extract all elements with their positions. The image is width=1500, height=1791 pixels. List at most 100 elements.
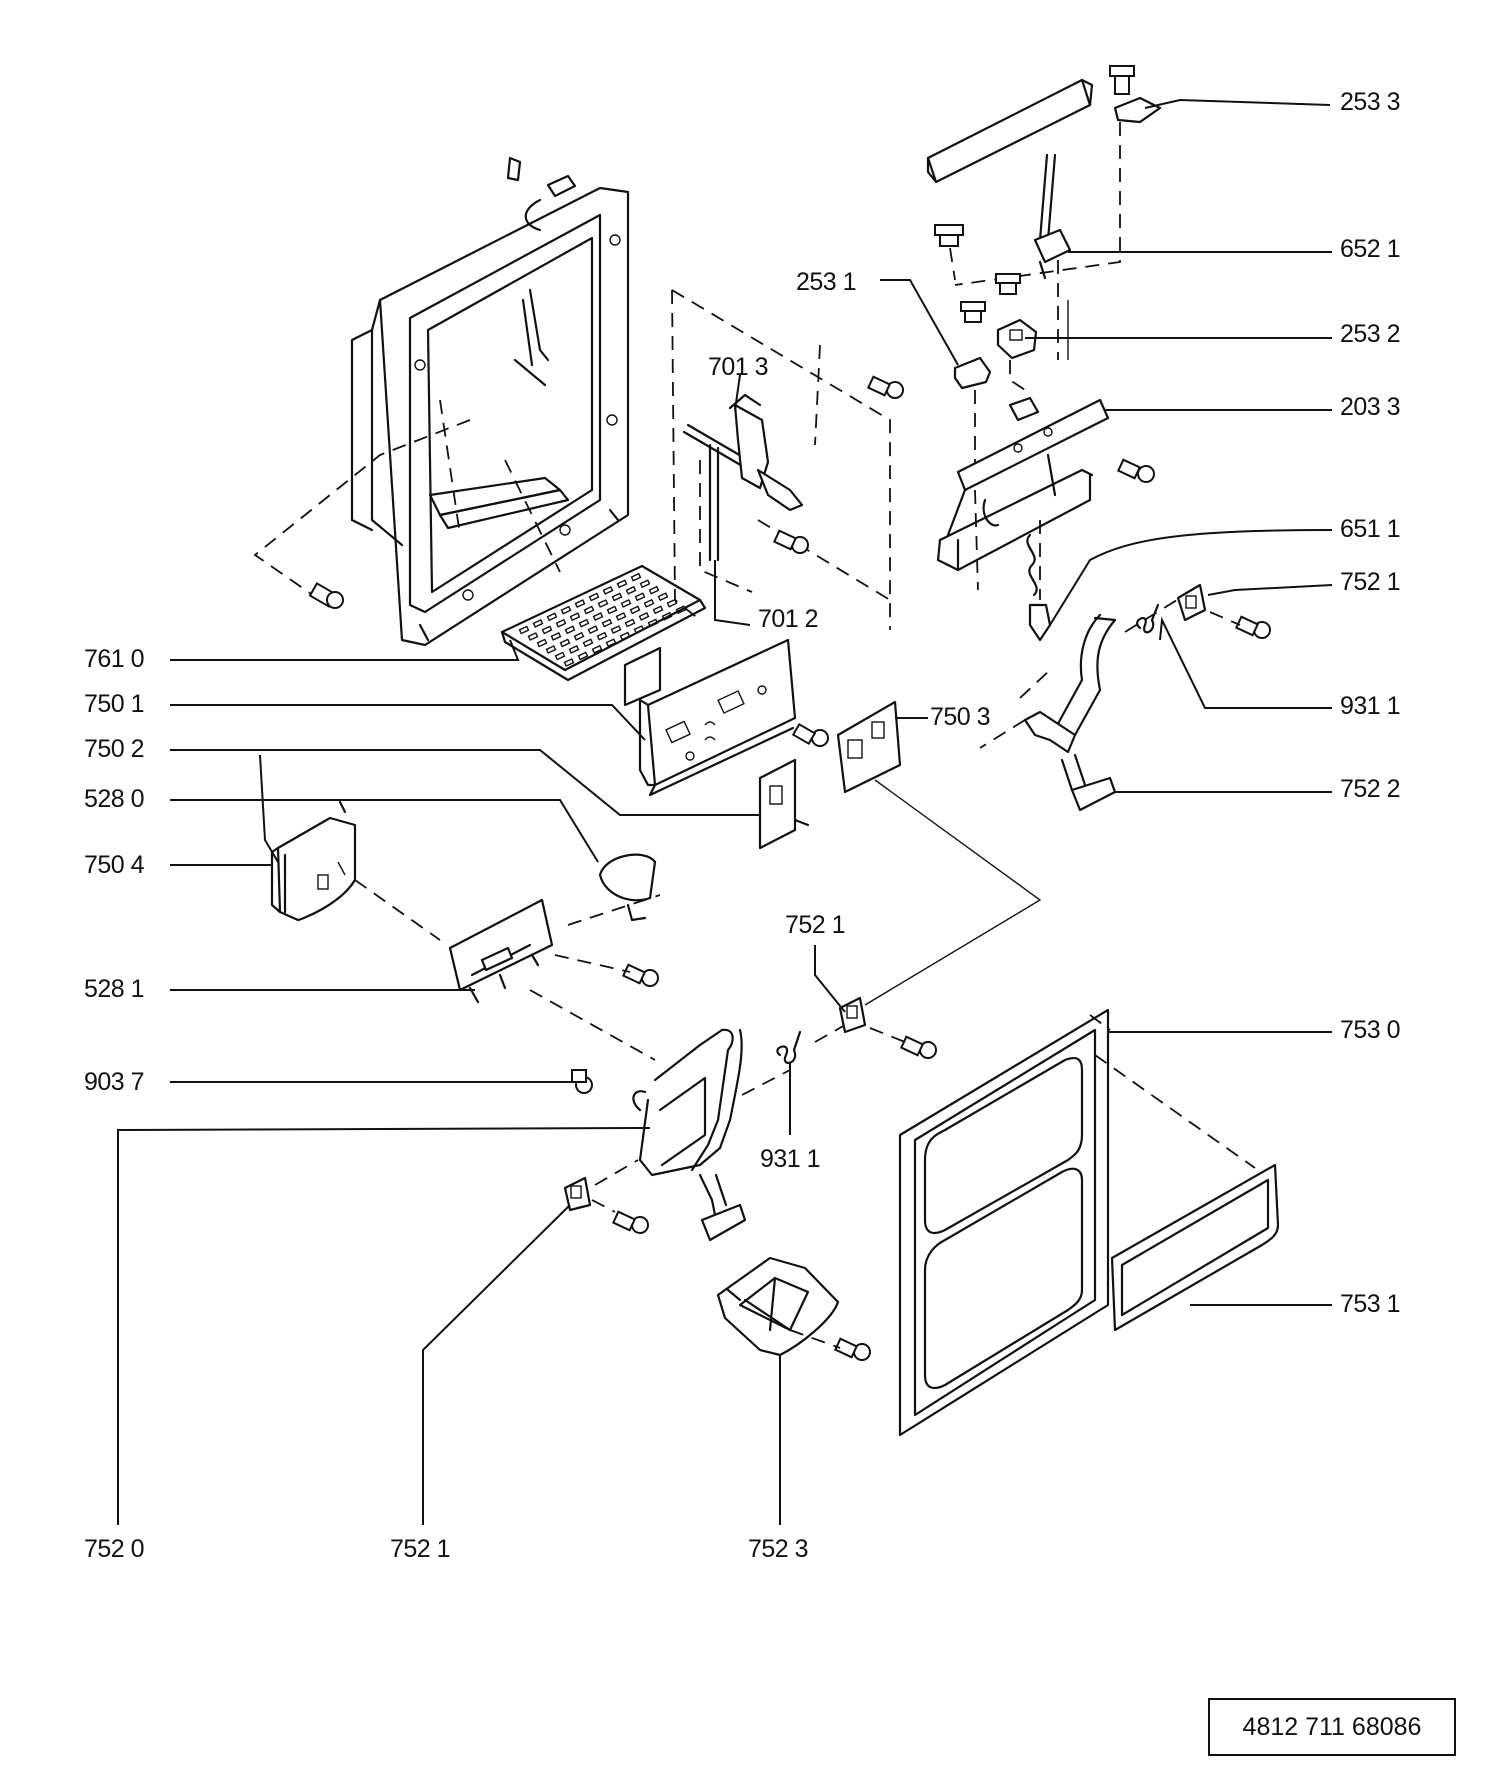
label-7520: 752 0 bbox=[84, 1535, 144, 1563]
grille-hole bbox=[629, 605, 641, 615]
label-7521-top: 752 1 bbox=[1340, 568, 1400, 596]
screw-switch-2531 bbox=[960, 301, 986, 323]
grille-hole bbox=[568, 644, 580, 654]
leader-lines bbox=[117, 98, 1333, 1525]
label-7521-mid: 752 1 bbox=[785, 911, 845, 939]
top-cover-channel bbox=[926, 78, 1094, 184]
grille-hole bbox=[555, 618, 567, 628]
grille-hole bbox=[639, 579, 651, 589]
label-7523: 752 3 bbox=[748, 1535, 808, 1563]
label-2531: 253 1 bbox=[796, 268, 856, 296]
grille-hole bbox=[652, 605, 664, 615]
grille-hole bbox=[536, 638, 548, 648]
label-7501: 750 1 bbox=[84, 690, 144, 718]
label-7530: 753 0 bbox=[1340, 1016, 1400, 1044]
label-9037: 903 7 bbox=[84, 1068, 144, 1096]
grille-hole bbox=[588, 592, 600, 602]
grille-hole bbox=[648, 585, 660, 595]
label-6511: 651 1 bbox=[1340, 515, 1400, 543]
label-7531: 753 1 bbox=[1340, 1290, 1400, 1318]
label-2532: 253 2 bbox=[1340, 320, 1400, 348]
dispenser-housing bbox=[350, 156, 630, 647]
label-2533: 253 3 bbox=[1340, 88, 1400, 116]
grille-hole bbox=[634, 592, 646, 602]
grille-hole bbox=[577, 651, 589, 661]
label-7012: 701 2 bbox=[758, 605, 818, 633]
switch-5281 bbox=[448, 898, 554, 1004]
grille-hole bbox=[518, 625, 530, 635]
grille-hole bbox=[532, 618, 544, 628]
grille-hole bbox=[615, 612, 627, 621]
switch-2531 bbox=[953, 356, 992, 390]
cover-7504 bbox=[270, 800, 357, 922]
document-number: 4812 711 68086 bbox=[1208, 1698, 1456, 1756]
label-9311-right: 931 1 bbox=[1340, 692, 1400, 720]
grille-hole bbox=[602, 585, 614, 595]
label-7502: 750 2 bbox=[84, 735, 144, 763]
grille-hole bbox=[633, 625, 645, 634]
screw-clip-bottom bbox=[611, 1210, 649, 1234]
clip-7521-mid bbox=[838, 996, 867, 1034]
label-7521-bottom: 752 1 bbox=[390, 1535, 450, 1563]
grille-hole bbox=[657, 592, 669, 602]
label-5281: 528 1 bbox=[84, 975, 144, 1003]
screw-5281 bbox=[621, 963, 659, 987]
label-7503: 750 3 bbox=[930, 703, 990, 731]
grille-hole bbox=[563, 658, 575, 667]
label-7522: 752 2 bbox=[1340, 775, 1400, 803]
grille-hole bbox=[630, 572, 642, 582]
grille-hole bbox=[573, 631, 585, 641]
grille-hole bbox=[569, 612, 581, 622]
grille-hole bbox=[610, 625, 622, 635]
small-clip bbox=[1008, 396, 1040, 422]
screw-housing bbox=[308, 582, 344, 609]
grille-hole bbox=[625, 585, 637, 595]
grille-hole bbox=[592, 612, 604, 622]
spring-9311-bottom bbox=[776, 1030, 802, 1064]
grille-hole bbox=[582, 638, 594, 648]
screw-actuator-a bbox=[866, 375, 904, 399]
grille-hole bbox=[564, 625, 576, 635]
grille-hole bbox=[619, 631, 631, 641]
switch-2533 bbox=[1109, 65, 1162, 124]
label-7013: 701 3 bbox=[708, 353, 768, 381]
grille-hole bbox=[643, 598, 655, 608]
grille-hole bbox=[620, 598, 632, 608]
grille-hole bbox=[574, 599, 586, 609]
front-bracket bbox=[623, 638, 797, 797]
screw-clip-top bbox=[1234, 615, 1271, 639]
grille-hole bbox=[578, 618, 590, 628]
lever-7522 bbox=[1023, 613, 1117, 812]
grille-hole bbox=[624, 618, 636, 628]
label-9311-bottom: 931 1 bbox=[760, 1145, 820, 1173]
grille-hole bbox=[591, 644, 603, 654]
grille-hole bbox=[611, 592, 623, 602]
grille-hole bbox=[527, 632, 539, 641]
grille-holes bbox=[518, 572, 687, 667]
clip-5280 bbox=[598, 853, 657, 922]
grille-hole bbox=[560, 605, 572, 615]
small-plate-7502 bbox=[758, 758, 810, 850]
label-7504: 750 4 bbox=[84, 851, 145, 879]
clip-7521-bottom bbox=[563, 1176, 592, 1212]
plate-7503 bbox=[836, 700, 902, 794]
screw-solenoid bbox=[934, 224, 964, 247]
chute-7523 bbox=[716, 1256, 840, 1357]
grille-hole bbox=[554, 651, 566, 661]
grille-hole bbox=[583, 605, 595, 615]
grille-hole bbox=[647, 618, 659, 628]
grille-hole bbox=[601, 618, 613, 628]
label-2033: 203 3 bbox=[1340, 393, 1400, 421]
grille-hole bbox=[597, 599, 609, 608]
grille-hole bbox=[638, 611, 650, 621]
grille-hole bbox=[541, 625, 553, 635]
screw-bracket-2033 bbox=[1116, 458, 1155, 483]
bracket-2033 bbox=[936, 398, 1110, 572]
spring-6511 bbox=[1026, 533, 1052, 642]
door-panel-7530 bbox=[898, 1008, 1110, 1437]
grille-hole bbox=[546, 612, 558, 622]
screw-bracket bbox=[791, 722, 829, 747]
screw-clip-mid bbox=[899, 1035, 937, 1059]
screw-chute bbox=[833, 1337, 871, 1361]
